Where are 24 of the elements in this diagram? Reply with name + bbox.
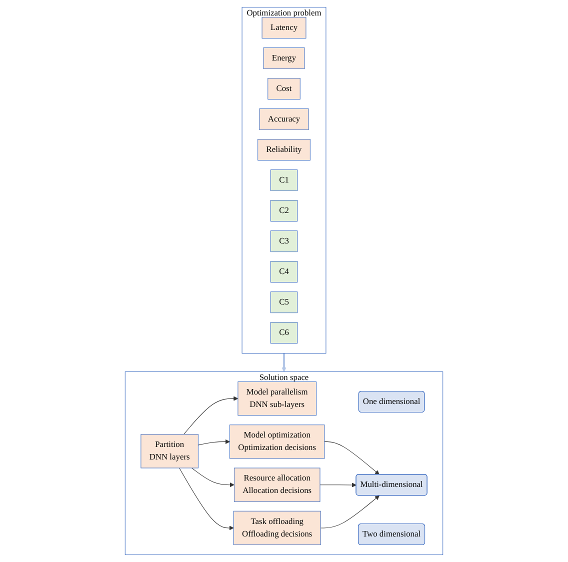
arrow: [320, 482, 356, 488]
node-box: Cost: [268, 78, 300, 100]
node-box: C2: [270, 200, 298, 222]
arrow: [324, 441, 380, 475]
node-box: Energy: [263, 47, 305, 70]
arrow: [198, 439, 230, 446]
node-box: C1: [270, 169, 298, 192]
node-box: Resource allocation Allocation decisions: [234, 468, 320, 502]
arrow: [179, 468, 234, 530]
arrow: [184, 396, 238, 435]
node-box: C5: [270, 292, 298, 314]
node-box: C3: [270, 230, 298, 252]
node-box: Task offloading Offloading decisions: [233, 510, 321, 546]
arrow: [192, 468, 234, 488]
node-box: Partition DNN layers: [140, 434, 198, 468]
arrow: [320, 495, 380, 528]
node-box: C4: [270, 261, 298, 283]
arrow: [282, 353, 286, 372]
node-box: Accuracy: [259, 108, 309, 130]
node-box: C6: [270, 322, 298, 344]
node-box: Model optimization Optimization decisions: [230, 424, 325, 459]
node-box: Latency: [262, 16, 306, 38]
node-box: Model parallelism DNN sub-layers: [238, 381, 317, 416]
node-box: Reliability: [258, 138, 310, 161]
